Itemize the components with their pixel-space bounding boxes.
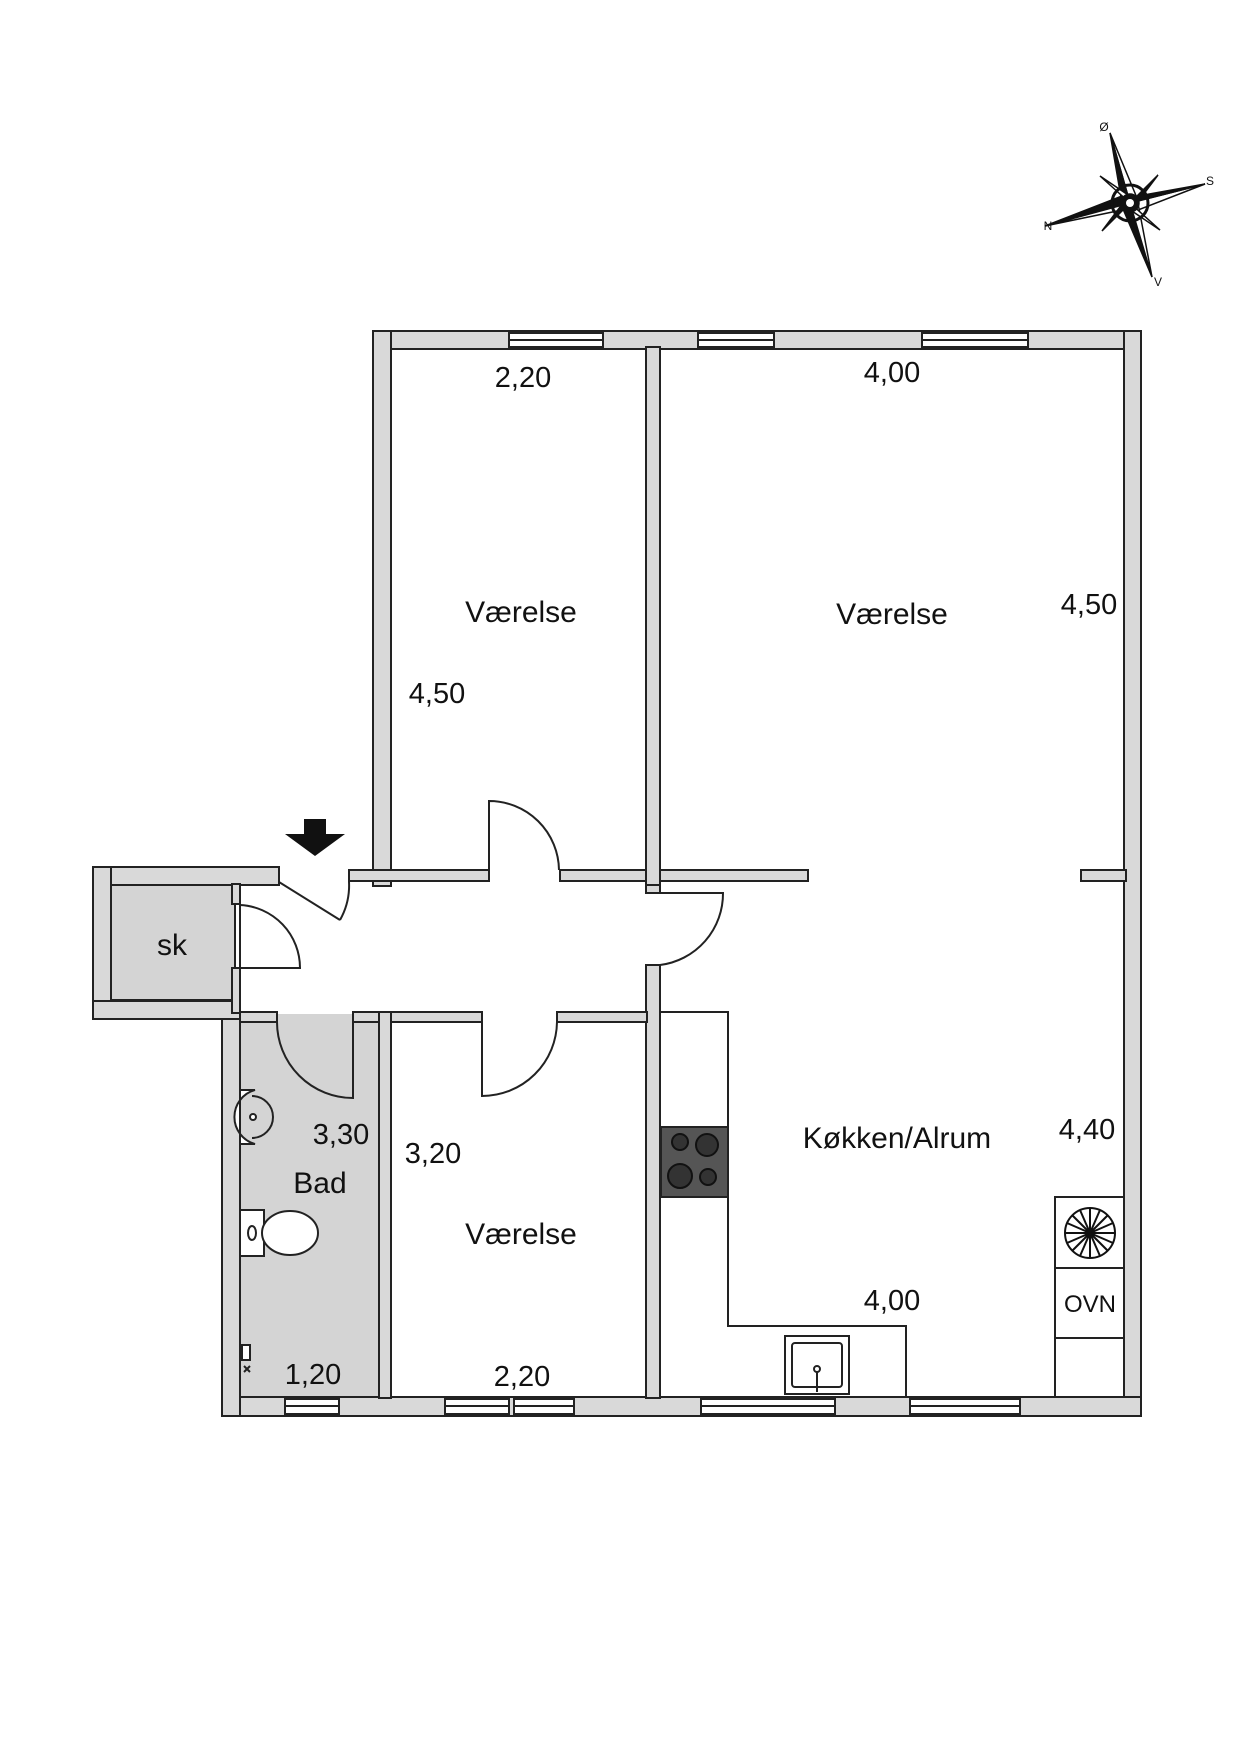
wall-hall-bottom-left bbox=[239, 1011, 278, 1023]
kitchen-fixtures bbox=[659, 1011, 1125, 1398]
dimension-label: 4,00 bbox=[864, 1285, 920, 1317]
dimension-label: 2,20 bbox=[494, 1361, 550, 1393]
bedroom-door-swing bbox=[488, 799, 560, 871]
closet-door-swing bbox=[239, 904, 302, 969]
dimension-label: 4,00 bbox=[864, 357, 920, 389]
compass-label-east: Ø bbox=[1099, 120, 1108, 134]
dimension-label: 4,40 bbox=[1059, 1114, 1115, 1146]
wall-hall-top-right bbox=[659, 869, 809, 882]
windows bbox=[284, 332, 1029, 1415]
closet-fill bbox=[109, 884, 236, 1001]
room-label-bedroom-top-right: Værelse bbox=[836, 598, 948, 631]
dimension-label: 4,50 bbox=[409, 678, 465, 710]
wall-closet-top bbox=[92, 866, 280, 886]
hob bbox=[660, 1126, 729, 1198]
doors bbox=[239, 799, 725, 1100]
compass-label-west: V bbox=[1154, 275, 1162, 289]
wall-closet-right-lower bbox=[231, 967, 241, 1014]
dimension-label: 3,30 bbox=[313, 1119, 369, 1151]
entrance-door-swing bbox=[278, 881, 351, 921]
room-label-bedroom-bottom: Værelse bbox=[465, 1218, 577, 1251]
bathroom-fixtures bbox=[233, 1089, 319, 1373]
dimension-label: 4,50 bbox=[1061, 589, 1117, 621]
bathroom-floor bbox=[240, 1014, 380, 1396]
wall-closet-right bbox=[231, 883, 241, 905]
wall-hall-top-left bbox=[348, 869, 490, 882]
kitchen-counter bbox=[659, 1011, 907, 1398]
shower-tap-icon bbox=[241, 1344, 251, 1373]
wall-exterior-left-upper bbox=[372, 330, 392, 887]
dimension-label: 3,20 bbox=[405, 1138, 461, 1170]
wall-kitchen-top-right bbox=[1080, 869, 1127, 882]
dimension-label: 1,20 bbox=[285, 1359, 341, 1391]
wall-bath-right bbox=[378, 1011, 392, 1399]
hob-burners bbox=[667, 1133, 719, 1189]
bedroom-bottom-door-swing bbox=[481, 1021, 558, 1098]
extractor-fan-icon bbox=[1064, 1207, 1116, 1259]
compass-label-south: S bbox=[1206, 174, 1214, 188]
room-label-bedroom-top-left: Værelse bbox=[465, 596, 577, 629]
wall-hall-kitchen-upper bbox=[645, 884, 661, 894]
oven-label: OVN bbox=[1064, 1291, 1116, 1318]
wall-exterior-left-lower bbox=[221, 1011, 241, 1417]
compass-rose bbox=[1044, 132, 1206, 278]
room-label-closet: sk bbox=[157, 929, 188, 962]
wall-closet-bottom bbox=[92, 1000, 241, 1020]
wall-hall-top-mid bbox=[559, 869, 647, 882]
washbasin-icon bbox=[233, 1089, 256, 1145]
room-label-bathroom: Bad bbox=[293, 1167, 346, 1200]
wall-bedrooms-divider bbox=[645, 346, 661, 886]
bathroom-door-swing bbox=[276, 1021, 354, 1100]
entrance-arrow-icon bbox=[285, 819, 345, 856]
wall-hall-bottom-mid bbox=[379, 1011, 483, 1023]
wall-hall-bottom-right bbox=[556, 1011, 648, 1023]
dimension-label: 2,20 bbox=[495, 362, 551, 394]
kitchen-door-swing bbox=[659, 892, 725, 966]
wall-closet-left bbox=[92, 866, 112, 1020]
wall-hall-kitchen-lower bbox=[645, 964, 661, 1399]
compass-label-north: N bbox=[1044, 219, 1053, 233]
room-label-kitchen: Køkken/Alrum bbox=[803, 1122, 991, 1155]
